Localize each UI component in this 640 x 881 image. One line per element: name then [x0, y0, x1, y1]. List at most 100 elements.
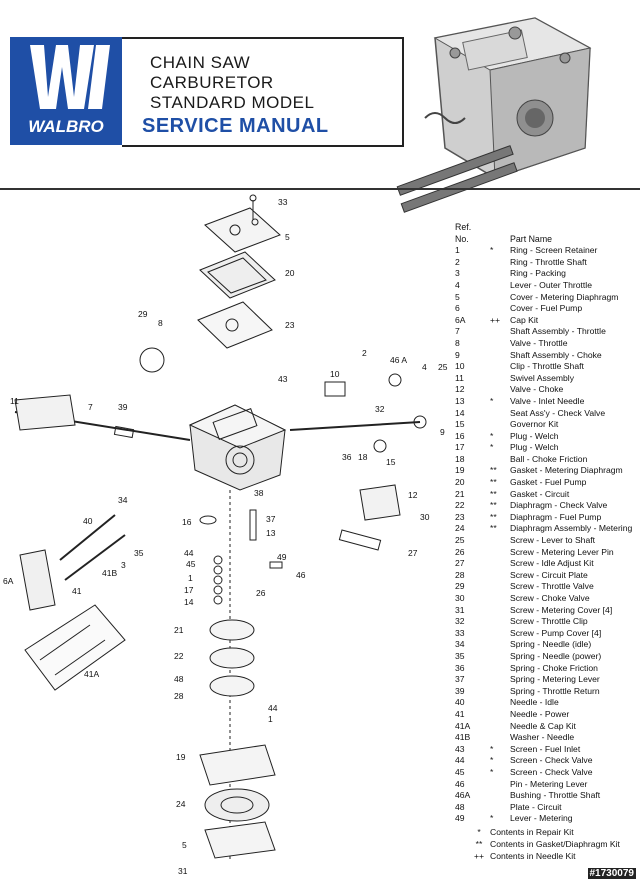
part-name: Swivel Assembly [510, 372, 574, 383]
legend-text: Contents in Gasket/Diaphragm Kit [490, 839, 620, 849]
callout-29: 29 [138, 309, 148, 319]
walbro-logo-mark: WALBRO [10, 37, 122, 145]
parts-row: 8 Valve - Throttle [452, 338, 640, 350]
kit-mark: * [490, 766, 494, 777]
part-number: 8 [455, 337, 460, 348]
kit-mark: * [490, 442, 494, 453]
part-number: 13 [455, 395, 465, 406]
part-name: Screw - Idle Adjust Kit [510, 558, 594, 569]
part-number: 46A [455, 790, 471, 801]
part-number: 36 [455, 662, 465, 673]
svg-text:WALBRO: WALBRO [28, 117, 104, 136]
header-no: No. [455, 233, 469, 244]
callout-11: 11 [10, 396, 19, 406]
parts-row: 41 Needle - Power [452, 709, 640, 721]
callout-4: 4 [422, 362, 427, 372]
part-number: 27 [455, 558, 465, 569]
header-ref: Ref. [455, 222, 472, 232]
part-name: Shaft Assembly - Choke [510, 349, 602, 360]
parts-row: 6A++Cap Kit [452, 315, 640, 327]
part-number: 14 [455, 407, 465, 418]
walbro-logo: WALBRO [10, 37, 122, 145]
callout-5-lower: 5 [182, 840, 187, 850]
manual-title: SERVICE MANUAL [142, 115, 329, 137]
part-name: Screw - Throttle Clip [510, 616, 588, 627]
parts-row: 23**Diaphragm - Fuel Pump [452, 512, 640, 524]
part-number: 32 [455, 616, 465, 627]
part-number: 25 [455, 535, 465, 546]
kit-mark: ** [490, 511, 497, 522]
callout-44-upper: 44 [184, 548, 194, 558]
part-number: 20 [455, 477, 465, 488]
part-name: Needle - Power [510, 708, 570, 719]
part-name: Spring - Needle (power) [510, 650, 602, 661]
parts-row: 22**Diaphragm - Check Valve [452, 500, 640, 512]
legend-mark: ++ [473, 851, 485, 861]
kit-mark: ** [490, 465, 497, 476]
parts-row: 27 Screw - Idle Adjust Kit [452, 558, 640, 570]
callout-32: 32 [375, 404, 385, 414]
kit-mark: * [490, 755, 494, 766]
part-name: Plate - Circuit [510, 801, 562, 812]
callout-26: 26 [256, 588, 266, 598]
callout-9: 9 [440, 427, 445, 437]
kit-mark: ++ [490, 314, 501, 325]
part-name: Bushing - Throttle Shaft [510, 790, 601, 801]
part-name: Valve - Throttle [510, 337, 568, 348]
callout-17: 17 [184, 585, 194, 595]
part-number: 44 [455, 755, 465, 766]
callout-1-upper: 1 [188, 573, 193, 583]
part-number: 16 [455, 430, 465, 441]
parts-row: 49*Lever - Metering [452, 813, 640, 825]
part-name: Valve - Choke [510, 384, 564, 395]
callout-46: 46 [296, 570, 306, 580]
part-number: 40 [455, 697, 465, 708]
part-number: 15 [455, 419, 465, 430]
part-number: 30 [455, 593, 465, 603]
callout-13: 13 [266, 528, 276, 538]
part-name: Ring - Packing [510, 268, 566, 279]
callout-49: 49 [277, 552, 287, 562]
part-name: Diaphragm - Fuel Pump [510, 511, 602, 522]
kit-mark: * [490, 813, 494, 824]
part-number: 46 [455, 778, 465, 789]
parts-row: 24**Diaphragm Assembly - Metering [452, 523, 640, 535]
kit-mark: ** [490, 523, 497, 534]
part-number: 11 [455, 372, 464, 383]
parts-row: 20**Gasket - Fuel Pump [452, 477, 640, 489]
parts-row: 43*Screen - Fuel Inlet [452, 744, 640, 756]
parts-row: 11 Swivel Assembly [452, 373, 640, 385]
part-name: Ring - Throttle Shaft [510, 256, 587, 267]
legend-text: Contents in Needle Kit [490, 851, 576, 861]
parts-header-row: No. Part Name [452, 234, 640, 246]
callout-24: 24 [176, 799, 186, 809]
callout-14: 14 [184, 597, 194, 607]
part-name: Ring - Screen Retainer [510, 245, 598, 256]
callout-48: 48 [174, 674, 184, 684]
callout-19: 19 [176, 752, 186, 762]
part-name: Clip - Throttle Shaft [510, 361, 584, 372]
callout-31: 31 [178, 866, 188, 876]
title-box: CHAIN SAW CARBURETOR STANDARD MODEL SERV… [122, 37, 404, 147]
header-part-name: Part Name [510, 233, 553, 244]
part-name: Spring - Metering Lever [510, 674, 600, 685]
callout-12: 12 [408, 490, 418, 500]
part-number: 41 [455, 708, 465, 719]
callout-27: 27 [408, 548, 418, 558]
part-number: 17 [455, 442, 465, 453]
callout-46a: 46 A [390, 355, 407, 365]
part-number: 4 [455, 279, 460, 290]
part-name: Screen - Check Valve [510, 755, 593, 766]
callout-8: 8 [158, 318, 163, 328]
title-line-2: CARBURETOR [150, 73, 274, 92]
part-name: Screw - Pump Cover [4] [510, 627, 602, 638]
parts-row: 32 Screw - Throttle Clip [452, 616, 640, 628]
